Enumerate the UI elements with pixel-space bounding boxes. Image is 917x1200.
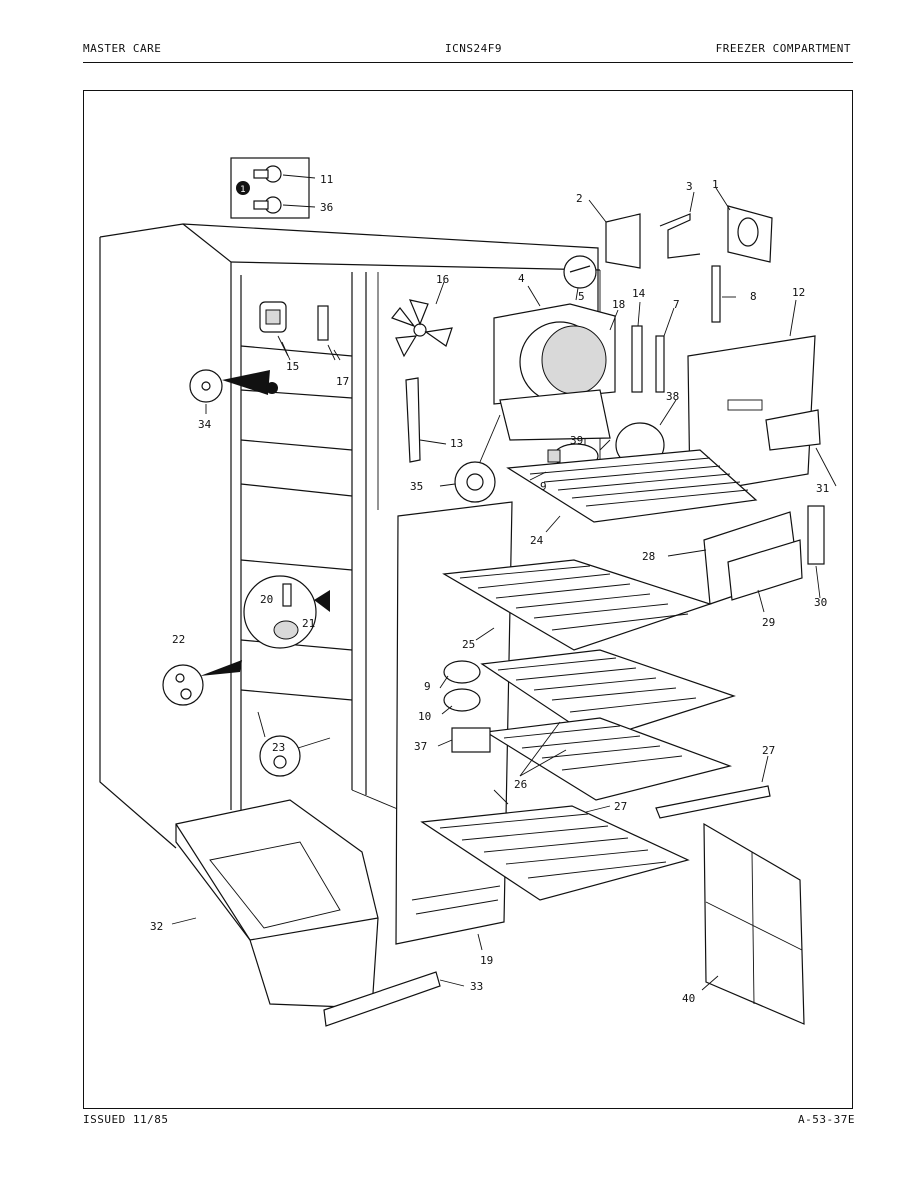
label-part-10: 10 bbox=[418, 710, 431, 723]
part-37-switch bbox=[451, 727, 491, 753]
label-part-7: 7 bbox=[673, 298, 680, 311]
label-part-34: 34 bbox=[198, 418, 212, 431]
part-23-callout bbox=[257, 711, 331, 777]
part-22-callout bbox=[162, 660, 242, 706]
part-27-shelf bbox=[420, 805, 690, 901]
label-part-3: 3 bbox=[686, 180, 693, 193]
part-14-strip bbox=[631, 325, 643, 393]
part-2-bracket bbox=[605, 213, 641, 269]
part-40-grille bbox=[703, 822, 805, 1025]
label-part-31: 31 bbox=[816, 482, 829, 495]
part-27-strip bbox=[655, 785, 771, 819]
label-part-16: 16 bbox=[436, 273, 449, 286]
part-12-cover bbox=[687, 335, 816, 495]
part-13-bracket bbox=[405, 377, 421, 463]
part-17-thermostat bbox=[317, 305, 336, 361]
label-part-27-right: 27 bbox=[762, 744, 775, 757]
header-brand: MASTER CARE bbox=[83, 42, 162, 55]
header-section-title: FREEZER COMPARTMENT bbox=[715, 42, 851, 55]
label-part-8: 8 bbox=[750, 290, 757, 303]
label-part-11: 11 bbox=[320, 173, 333, 186]
label-part-5: 5 bbox=[578, 290, 585, 303]
label-part-9-upper: 9 bbox=[540, 480, 547, 493]
part-8-strip bbox=[711, 265, 721, 323]
part-29-panel bbox=[727, 539, 803, 601]
part-4-fan-bracket bbox=[493, 303, 616, 441]
part-34-socket bbox=[189, 369, 278, 403]
diagram-frame bbox=[83, 90, 853, 1108]
label-part-26: 26 bbox=[514, 778, 527, 791]
part-32-pan bbox=[175, 799, 379, 1009]
inset-parts-11-36: 1 bbox=[230, 157, 316, 219]
label-part-22: 22 bbox=[172, 633, 185, 646]
leader-lines bbox=[171, 187, 837, 991]
label-part-29: 29 bbox=[762, 616, 775, 629]
part-15-control bbox=[259, 301, 289, 357]
label-part-13: 13 bbox=[450, 437, 463, 450]
label-part-2: 2 bbox=[576, 192, 583, 205]
label-part-12: 12 bbox=[792, 286, 805, 299]
footer-document-code: A-53-37E bbox=[798, 1113, 855, 1126]
label-part-1: 1 bbox=[712, 178, 719, 191]
label-part-20: 20 bbox=[260, 593, 273, 606]
label-part-25: 25 bbox=[462, 638, 475, 651]
part-3-clip bbox=[659, 213, 701, 259]
part-35-grommet bbox=[454, 414, 501, 503]
label-part-39: 39 bbox=[570, 434, 583, 447]
part-26-lower-shelf bbox=[484, 717, 733, 801]
part-26-shelf bbox=[480, 649, 736, 741]
part-7-strip bbox=[655, 335, 665, 393]
part-10-bulb bbox=[443, 688, 481, 712]
label-part-4: 4 bbox=[518, 272, 525, 285]
label-part-38: 38 bbox=[666, 390, 679, 403]
callout-marker-text: 1 bbox=[240, 185, 246, 195]
part-31-knob bbox=[765, 409, 821, 451]
callout-marker-icon bbox=[236, 181, 250, 195]
label-part-40: 40 bbox=[682, 992, 695, 1005]
part-24-shelf bbox=[506, 449, 758, 523]
label-part-14: 14 bbox=[632, 287, 646, 300]
label-part-27-center: 27 bbox=[614, 800, 627, 813]
part-33-rail bbox=[323, 971, 441, 1027]
footer-rule bbox=[83, 1108, 853, 1109]
label-part-21: 21 bbox=[302, 617, 315, 630]
label-part-37: 37 bbox=[414, 740, 427, 753]
label-part-30: 30 bbox=[814, 596, 827, 609]
label-part-35: 35 bbox=[410, 480, 423, 493]
label-part-9-lower: 9 bbox=[424, 680, 431, 693]
label-part-19: 19 bbox=[480, 954, 493, 967]
part-1-housing bbox=[727, 205, 773, 263]
label-part-32: 32 bbox=[150, 920, 163, 933]
label-part-28: 28 bbox=[642, 550, 655, 563]
part-labels: 1 2 3 4 5 7 8 9 9 10 11 12 13 14 15 16 1… bbox=[150, 173, 829, 1005]
header-model-number: ICNS24F9 bbox=[445, 42, 502, 55]
label-part-24: 24 bbox=[530, 534, 544, 547]
part-30-hinge bbox=[807, 505, 825, 565]
header-rule bbox=[83, 62, 853, 63]
label-part-15: 15 bbox=[286, 360, 299, 373]
label-part-18: 18 bbox=[612, 298, 625, 311]
part-16-fan-blade bbox=[391, 299, 453, 358]
label-part-36: 36 bbox=[320, 201, 333, 214]
footer-issue-date: ISSUED 11/85 bbox=[83, 1113, 169, 1126]
part-9-bulb bbox=[443, 660, 481, 684]
part-20-21-callout bbox=[243, 575, 330, 649]
label-part-33: 33 bbox=[470, 980, 483, 993]
label-part-23: 23 bbox=[272, 741, 285, 754]
label-part-17: 17 bbox=[336, 375, 349, 388]
part-5-fan-blade bbox=[563, 255, 597, 289]
